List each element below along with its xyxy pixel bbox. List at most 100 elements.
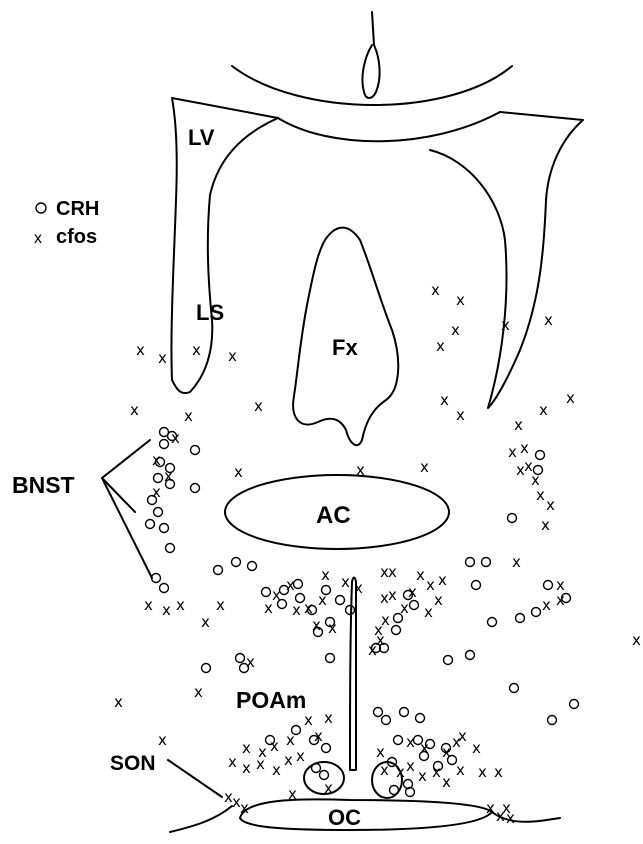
cfos-marker: x — [406, 757, 415, 775]
cfos-marker: x — [424, 603, 433, 621]
region-label-ls: LS — [196, 300, 224, 325]
legend-cfos-label: cfos — [56, 226, 97, 248]
cfos-marker: x — [418, 767, 427, 785]
crh-marker — [312, 764, 321, 773]
crh-marker — [248, 562, 257, 571]
crh-marker — [508, 514, 517, 523]
cfos-marker: x — [234, 463, 243, 481]
region-label-poam: POAm — [236, 687, 306, 713]
crh-marker — [191, 446, 200, 455]
legend-crh-label: CRH — [56, 198, 99, 220]
cfos-marker: x — [376, 743, 385, 761]
son-leader — [168, 760, 222, 797]
region-label-bnst: BNST — [12, 472, 75, 498]
crh-marker — [392, 626, 401, 635]
cfos-marker: x — [292, 601, 301, 619]
crh-marker — [262, 588, 271, 597]
crh-marker — [466, 558, 475, 567]
crh-marker — [154, 474, 163, 483]
cfos-marker: x — [228, 753, 237, 771]
region-label-fx: Fx — [332, 335, 358, 360]
bnst-leader-3 — [102, 478, 152, 578]
cfos-marker: x — [436, 337, 445, 355]
cfos-marker: x — [324, 709, 333, 727]
crh-marker — [146, 520, 155, 529]
crh-marker — [236, 654, 245, 663]
cfos-marker: x — [328, 619, 337, 637]
cfos-marker: x — [341, 573, 350, 591]
crh-marker — [488, 618, 497, 627]
crh-marker — [472, 581, 481, 590]
cfos-marker: x — [380, 589, 389, 607]
cfos-marker: x — [520, 439, 529, 457]
cfos-marker: x — [246, 653, 255, 671]
crh-marker — [166, 544, 175, 553]
crh-marker — [466, 651, 475, 660]
cfos-marker: x — [486, 799, 495, 817]
cfos-marker: x — [440, 391, 449, 409]
crh-marker — [374, 708, 383, 717]
cfos-marker: x — [408, 583, 417, 601]
cfos-marker: x — [512, 553, 521, 571]
cfos-marker: x — [416, 566, 425, 584]
crh-marker — [160, 440, 169, 449]
cfos-marker: x — [494, 763, 503, 781]
crh-marker — [444, 656, 453, 665]
bnst-leader-1 — [102, 440, 150, 478]
corpus-callosum-lower — [278, 112, 500, 141]
cfos-marker: x — [456, 761, 465, 779]
region-label-ac: AC — [316, 502, 351, 529]
crh-marker — [278, 600, 287, 609]
crh-marker — [510, 684, 519, 693]
cfos-marker: x — [541, 516, 550, 534]
cfos-marker: x — [304, 711, 313, 729]
cfos-marker: x — [539, 401, 548, 419]
crh-marker — [400, 708, 409, 717]
cell-markers-layer: xxxxxxxxxxxxxxxxxxxxxxxxxxxxxxxxxxxxxxxx… — [114, 281, 641, 827]
cfos-marker: x — [144, 596, 153, 614]
crh-marker — [394, 736, 403, 745]
cfos-marker: x — [456, 406, 465, 424]
cfos-marker: x — [546, 496, 555, 514]
crh-marker — [548, 716, 557, 725]
cfos-marker: x — [114, 693, 123, 711]
optic-chiasm — [240, 799, 492, 830]
cfos-marker: x — [256, 755, 265, 773]
midline-sulcus — [362, 12, 379, 98]
region-label-son: SON — [110, 752, 156, 775]
cfos-marker: x — [158, 349, 167, 367]
cfos-marker: x — [544, 311, 553, 329]
cfos-marker: x — [472, 739, 481, 757]
cfos-marker: x — [354, 579, 363, 597]
legend-crh-marker — [36, 203, 46, 213]
cfos-marker: x — [216, 596, 225, 614]
region-label-lv: LV — [188, 125, 215, 150]
cfos-marker: x — [321, 566, 330, 584]
cfos-marker: x — [192, 341, 201, 359]
base-line-left — [170, 806, 232, 832]
cfos-marker: x — [451, 321, 460, 339]
cfos-marker: x — [201, 613, 210, 631]
cfos-marker: x — [356, 461, 365, 479]
crh-marker — [292, 726, 301, 735]
cfos-marker: x — [456, 291, 465, 309]
cfos-marker: x — [420, 458, 429, 476]
region-label-oc: OC — [328, 805, 361, 830]
crh-marker — [326, 654, 335, 663]
crh-marker — [214, 566, 223, 575]
crh-marker — [202, 664, 211, 673]
crh-marker — [322, 744, 331, 753]
cfos-marker: x — [240, 799, 249, 817]
crh-marker — [570, 700, 579, 709]
crh-marker — [410, 601, 419, 610]
cfos-marker: x — [184, 407, 193, 425]
cfos-marker: x — [478, 763, 487, 781]
crh-marker — [191, 484, 200, 493]
cfos-marker: x — [158, 731, 167, 749]
crh-marker — [160, 524, 169, 533]
crh-marker — [394, 614, 403, 623]
cfos-marker: x — [514, 416, 523, 434]
crh-marker — [382, 716, 391, 725]
lateral-ventricle-right — [430, 112, 583, 408]
